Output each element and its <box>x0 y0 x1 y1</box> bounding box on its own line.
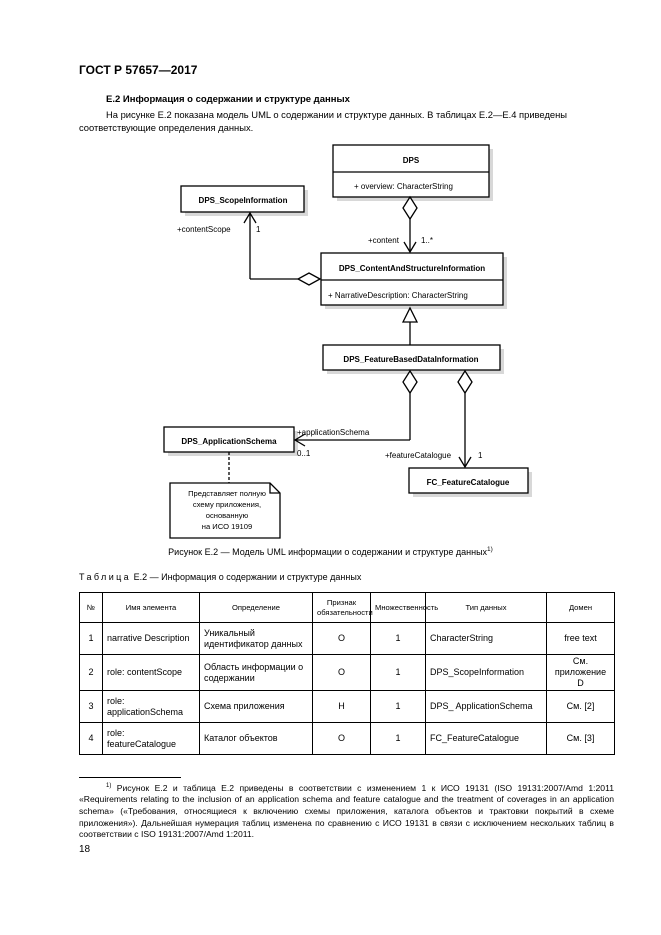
class-scope-name: DPS_ScopeInformation <box>199 196 288 205</box>
table-header-row: № Имя элемента Определение Признак обяза… <box>79 592 615 623</box>
figure-caption-text: Рисунок Е.2 — Модель UML информации о со… <box>168 547 488 557</box>
table-cell: 1 <box>370 654 426 691</box>
table-cell: См. [3] <box>546 722 615 755</box>
table-header-cell: Домен <box>546 592 615 623</box>
table-cell: CharacterString <box>425 622 547 655</box>
table-cell: См. приложение D <box>546 654 615 691</box>
table-cell: 4 <box>79 722 103 755</box>
table-cell: role: featureCatalogue <box>102 722 200 755</box>
table-cell: О <box>312 722 371 755</box>
table-row: 1 narrative Description Уникальный идент… <box>79 622 615 655</box>
table-cell: 2 <box>79 654 103 691</box>
standard-header: ГОСТ Р 57657—2017 <box>79 63 198 77</box>
mult-content: 1..* <box>421 236 433 245</box>
table-cell: 3 <box>79 690 103 723</box>
table-cell: О <box>312 622 371 655</box>
footnote-divider <box>79 777 181 778</box>
table-row: 3 role: applicationSchema Схема приложен… <box>79 690 615 723</box>
note-line-2: схему приложения, <box>193 500 261 509</box>
figure-caption: Рисунок Е.2 — Модель UML информации о со… <box>0 546 661 557</box>
table-cell: См. [2] <box>546 690 615 723</box>
table-cell: Н <box>312 690 371 723</box>
class-dps-attr: + overview: CharacterString <box>354 182 453 191</box>
table-cell: DPS_ ApplicationSchema <box>425 690 547 723</box>
role-content: +content <box>368 236 400 245</box>
footnote-text: Рисунок Е.2 и таблица Е.2 приведены в со… <box>79 782 615 840</box>
table-cell: О <box>312 654 371 691</box>
mult-contentscope: 1 <box>256 225 261 234</box>
table-cell: Схема приложения <box>199 690 313 723</box>
section-intro: На рисунке Е.2 показана модель UML о сод… <box>79 109 568 133</box>
table-header-cell: Определение <box>199 592 313 623</box>
uml-diagram: DPS DPS_ScopeInformation DPS_ContentAndS… <box>163 144 532 539</box>
table-cell: role: applicationSchema <box>102 690 200 723</box>
class-appschema-name: DPS_ApplicationSchema <box>181 437 277 446</box>
role-applicationschema: +applicationSchema <box>297 428 370 437</box>
table-header-cell: Признак обязательности <box>312 592 373 623</box>
figure-caption-footnote-mark: 1) <box>487 546 493 553</box>
footnote: 1) Рисунок Е.2 и таблица Е.2 приведены в… <box>79 781 614 841</box>
section-title: Е.2 Информация о содержании и структуре … <box>106 94 350 105</box>
table-cell: free text <box>546 622 615 655</box>
table-cell: 1 <box>370 622 426 655</box>
table-cell: Каталог объектов <box>199 722 313 755</box>
table-row: 4 role: featureCatalogue Каталог объекто… <box>79 722 615 755</box>
table-caption-label: Таблица <box>79 572 132 582</box>
note-line-4: на ИСО 19109 <box>202 522 252 531</box>
table-cell: Уникальный идентификатор данных <box>199 622 313 655</box>
note-line-1: Представляет полную <box>188 489 266 498</box>
mult-featurecatalogue: 1 <box>478 451 483 460</box>
table-cell: FC_FeatureCatalogue <box>425 722 547 755</box>
table-cell: role: contentScope <box>102 654 200 691</box>
footnote-mark: 1) <box>106 783 112 789</box>
table-cell: narrative Description <box>102 622 200 655</box>
table-cell: DPS_ScopeInformation <box>425 654 547 691</box>
class-content-attr: + NarrativeDescription: CharacterString <box>328 291 468 300</box>
data-table: № Имя элемента Определение Признак обяза… <box>79 592 615 755</box>
mult-applicationschema: 0..1 <box>297 449 311 458</box>
table-cell: 1 <box>79 622 103 655</box>
table-caption-text: Е.2 — Информация о содержании и структур… <box>133 572 362 582</box>
role-contentscope: +contentScope <box>177 225 231 234</box>
table-row: 2 role: contentScope Область информации … <box>79 654 615 691</box>
table-cell: Область информации о содержании <box>199 654 313 691</box>
class-feature-name: DPS_FeatureBasedDataInformation <box>343 355 478 364</box>
table-cell: 1 <box>370 722 426 755</box>
table-cell: 1 <box>370 690 426 723</box>
class-dps-name: DPS <box>403 156 420 165</box>
table-header-cell: Тип данных <box>425 592 547 623</box>
note-line-3: основанную <box>206 511 249 520</box>
table-caption: Таблица Е.2 — Информация о содержании и … <box>79 572 361 582</box>
page-number: 18 <box>79 844 91 855</box>
table-header-cell: Имя элемента <box>102 592 200 623</box>
role-featurecatalogue: +featureCatalogue <box>385 451 452 460</box>
table-header-cell: Множественность <box>370 592 438 623</box>
class-content-name: DPS_ContentAndStructureInformation <box>339 264 485 273</box>
table-header-cell: № <box>79 592 103 623</box>
class-catalogue-name: FC_FeatureCatalogue <box>427 478 510 487</box>
